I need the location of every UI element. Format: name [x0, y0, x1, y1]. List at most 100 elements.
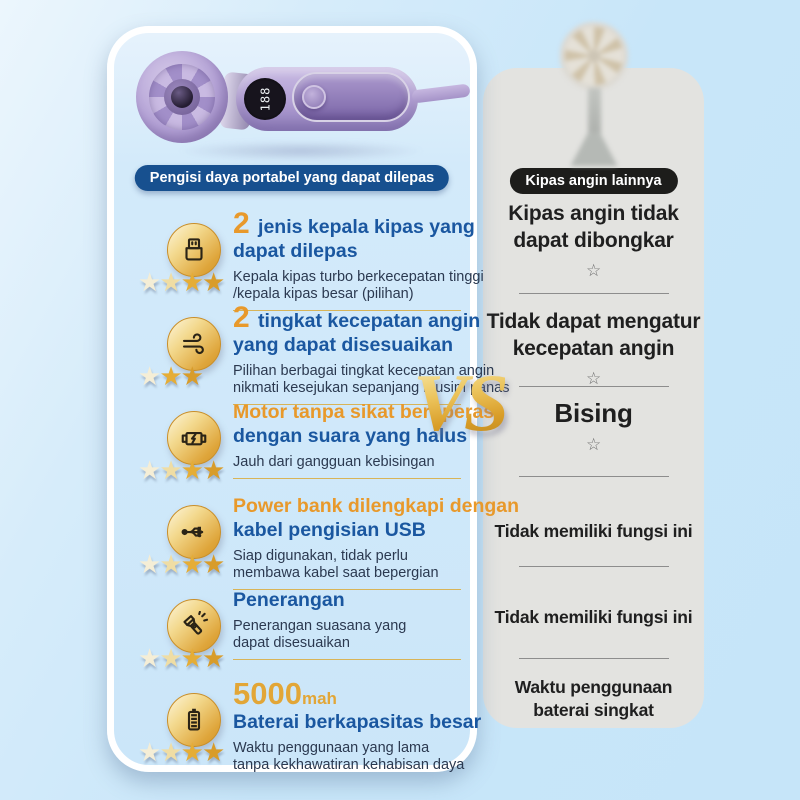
star-icon: ★ — [159, 455, 183, 485]
fan-display-value: 188 — [258, 86, 272, 112]
fan-display: 188 — [244, 78, 286, 120]
feature-star-rating: ★★★★ — [138, 455, 226, 485]
wind-icon — [179, 329, 209, 359]
feature-icon-circle — [167, 223, 221, 277]
comparison-item: Bising ☆ — [483, 398, 704, 455]
fan-strap — [411, 83, 471, 104]
comparison-divider — [518, 386, 669, 387]
generic-fan-base — [570, 132, 618, 166]
generic-fan-head — [560, 22, 628, 90]
motor-icon — [179, 423, 209, 453]
comparison-divider — [518, 476, 669, 477]
usb-symbol-icon — [179, 517, 209, 547]
feature-star-rating: ★★★ — [138, 361, 204, 391]
empty-star-icon: ☆ — [585, 369, 602, 388]
star-icon: ★ — [180, 549, 204, 579]
star-icon: ★ — [138, 267, 162, 297]
fan-head — [136, 51, 228, 143]
feature-divider — [233, 589, 461, 590]
feature-divider — [233, 310, 461, 311]
product-fan-image: 188 — [136, 47, 471, 167]
star-icon: ★ — [159, 267, 183, 297]
feature-star-rating: ★★★★ — [138, 643, 226, 673]
feature-icon-circle — [167, 505, 221, 559]
comparison-item-text: Tidak memiliki fungsi ini — [494, 607, 693, 627]
flashlight-icon — [179, 611, 209, 641]
star-icon: ★ — [138, 455, 162, 485]
feature-description: Kepala kipas turbo berkecepatan tinggi/k… — [233, 269, 484, 302]
fan-hub-core — [171, 86, 193, 108]
feature-description: Jauh dari gangguan kebisingan — [233, 454, 435, 470]
star-icon: ★ — [201, 643, 226, 673]
star-icon: ★ — [201, 455, 226, 485]
star-icon: ★ — [159, 737, 183, 767]
star-icon: ★ — [180, 737, 204, 767]
comparison-item: Tidak memiliki fungsi ini — [483, 606, 704, 629]
feature-icon-circle — [167, 317, 221, 371]
battery-icon — [179, 705, 209, 735]
star-icon: ★ — [138, 361, 162, 391]
feature-divider — [233, 659, 461, 660]
feature-icon-circle — [167, 411, 221, 465]
usb-plug-icon — [179, 235, 209, 265]
empty-star-icon: ☆ — [585, 261, 602, 280]
comparison-item: Tidak memiliki fungsi ini — [483, 520, 704, 543]
star-icon: ★ — [138, 643, 162, 673]
feature-icon-circle — [167, 599, 221, 653]
star-icon: ★ — [138, 549, 162, 579]
generic-fan-stem — [588, 88, 601, 134]
vs-label: VS — [413, 357, 509, 448]
star-icon: ★ — [180, 361, 204, 391]
star-icon: ★ — [180, 267, 204, 297]
feature-divider — [233, 404, 461, 405]
fan-body: 188 — [236, 67, 418, 131]
comparison-divider — [518, 566, 669, 567]
feature-star-rating: ★★★★ — [138, 737, 225, 767]
feature-icon-circle — [167, 693, 221, 747]
star-icon: ★ — [159, 361, 183, 391]
star-icon: ★ — [180, 455, 204, 485]
fan-power-button — [302, 85, 326, 109]
comparison-divider — [518, 658, 669, 659]
star-icon: ★ — [180, 643, 204, 673]
star-icon: ★ — [201, 267, 226, 297]
comparison-divider — [518, 293, 669, 294]
feature-divider — [233, 478, 461, 479]
fan-glossy-panel — [292, 72, 410, 122]
left-badge: Pengisi daya portabel yang dapat dilepas — [134, 165, 450, 191]
fan-shadow — [176, 141, 426, 161]
feature-title: Penerangan — [233, 589, 345, 611]
product-panel: 188 Pengisi daya portabel yang dapat dil… — [107, 26, 519, 773]
right-badge: Kipas angin lainnya — [509, 168, 678, 194]
feature-description: Pilihan berbagai tingkat kecepatan angin… — [233, 363, 510, 396]
star-icon: ★ — [159, 549, 183, 579]
feature-star-rating: ★★★★ — [138, 549, 226, 579]
feature-star-rating: ★★★★ — [138, 267, 226, 297]
comparison-item-text: Bising — [554, 398, 633, 428]
star-icon: ★ — [201, 549, 226, 579]
generic-fan-image — [548, 20, 644, 170]
comparison-item-text: Tidak memiliki fungsi ini — [494, 521, 693, 541]
star-icon: ★ — [159, 643, 183, 673]
